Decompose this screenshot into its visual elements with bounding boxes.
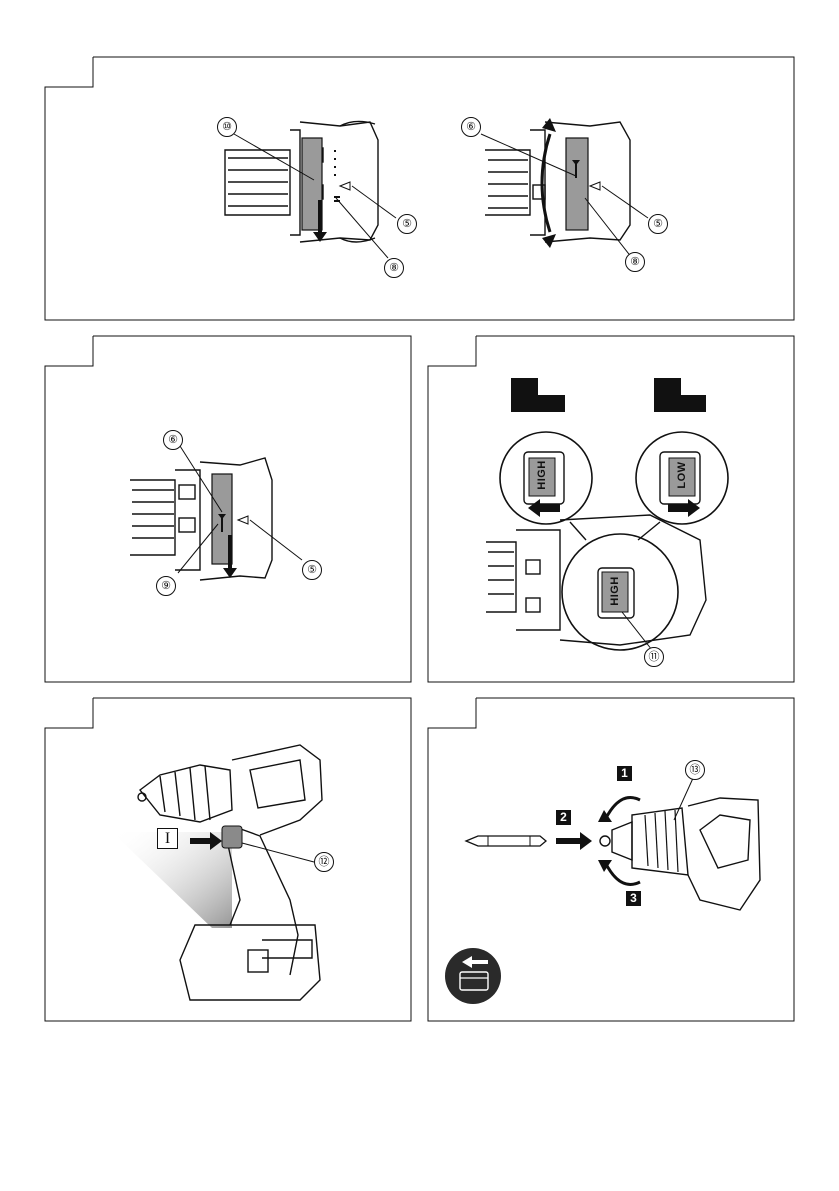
- bit-insertion-illustration: [0, 0, 839, 1040]
- callout-13: ⑬: [685, 760, 705, 780]
- step-1-badge: 1: [617, 766, 632, 781]
- figure-panel-5: 1 2 3 ⑬: [0, 0, 839, 1040]
- step-3-badge: 3: [626, 891, 641, 906]
- battery-remove-icon: [445, 948, 501, 1004]
- step-2-badge: 2: [556, 810, 571, 825]
